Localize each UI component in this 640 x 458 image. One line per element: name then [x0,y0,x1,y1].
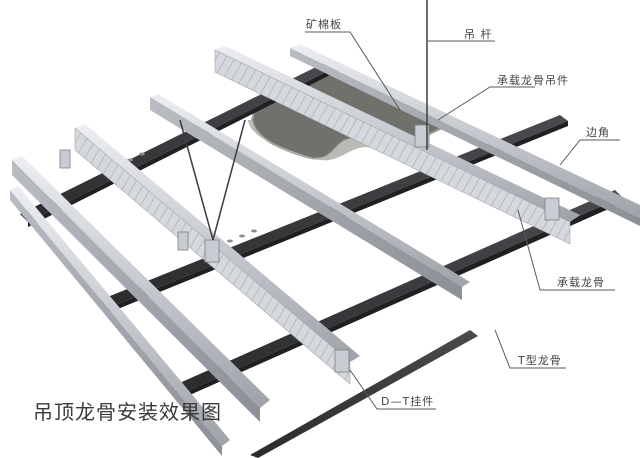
diagram-title: 吊顶龙骨安装效果图 [33,400,222,424]
hanger-rods [179,0,428,241]
main-runners [10,44,640,456]
label-main-runner-hanger: 承载龙骨吊件 [497,74,569,87]
label-main-runner: 承载龙骨 [557,276,605,289]
label-edge-angle: 边角 [586,126,610,139]
label-t-runner: T型龙骨 [518,354,562,367]
hanger-clips [59,124,560,373]
leader-lines [305,31,620,410]
label-mineral-board: 矿棉板 [306,18,342,31]
label-hanger-rod: 吊 杆 [464,28,493,41]
label-dt-hanger: D—T挂件 [381,395,435,408]
